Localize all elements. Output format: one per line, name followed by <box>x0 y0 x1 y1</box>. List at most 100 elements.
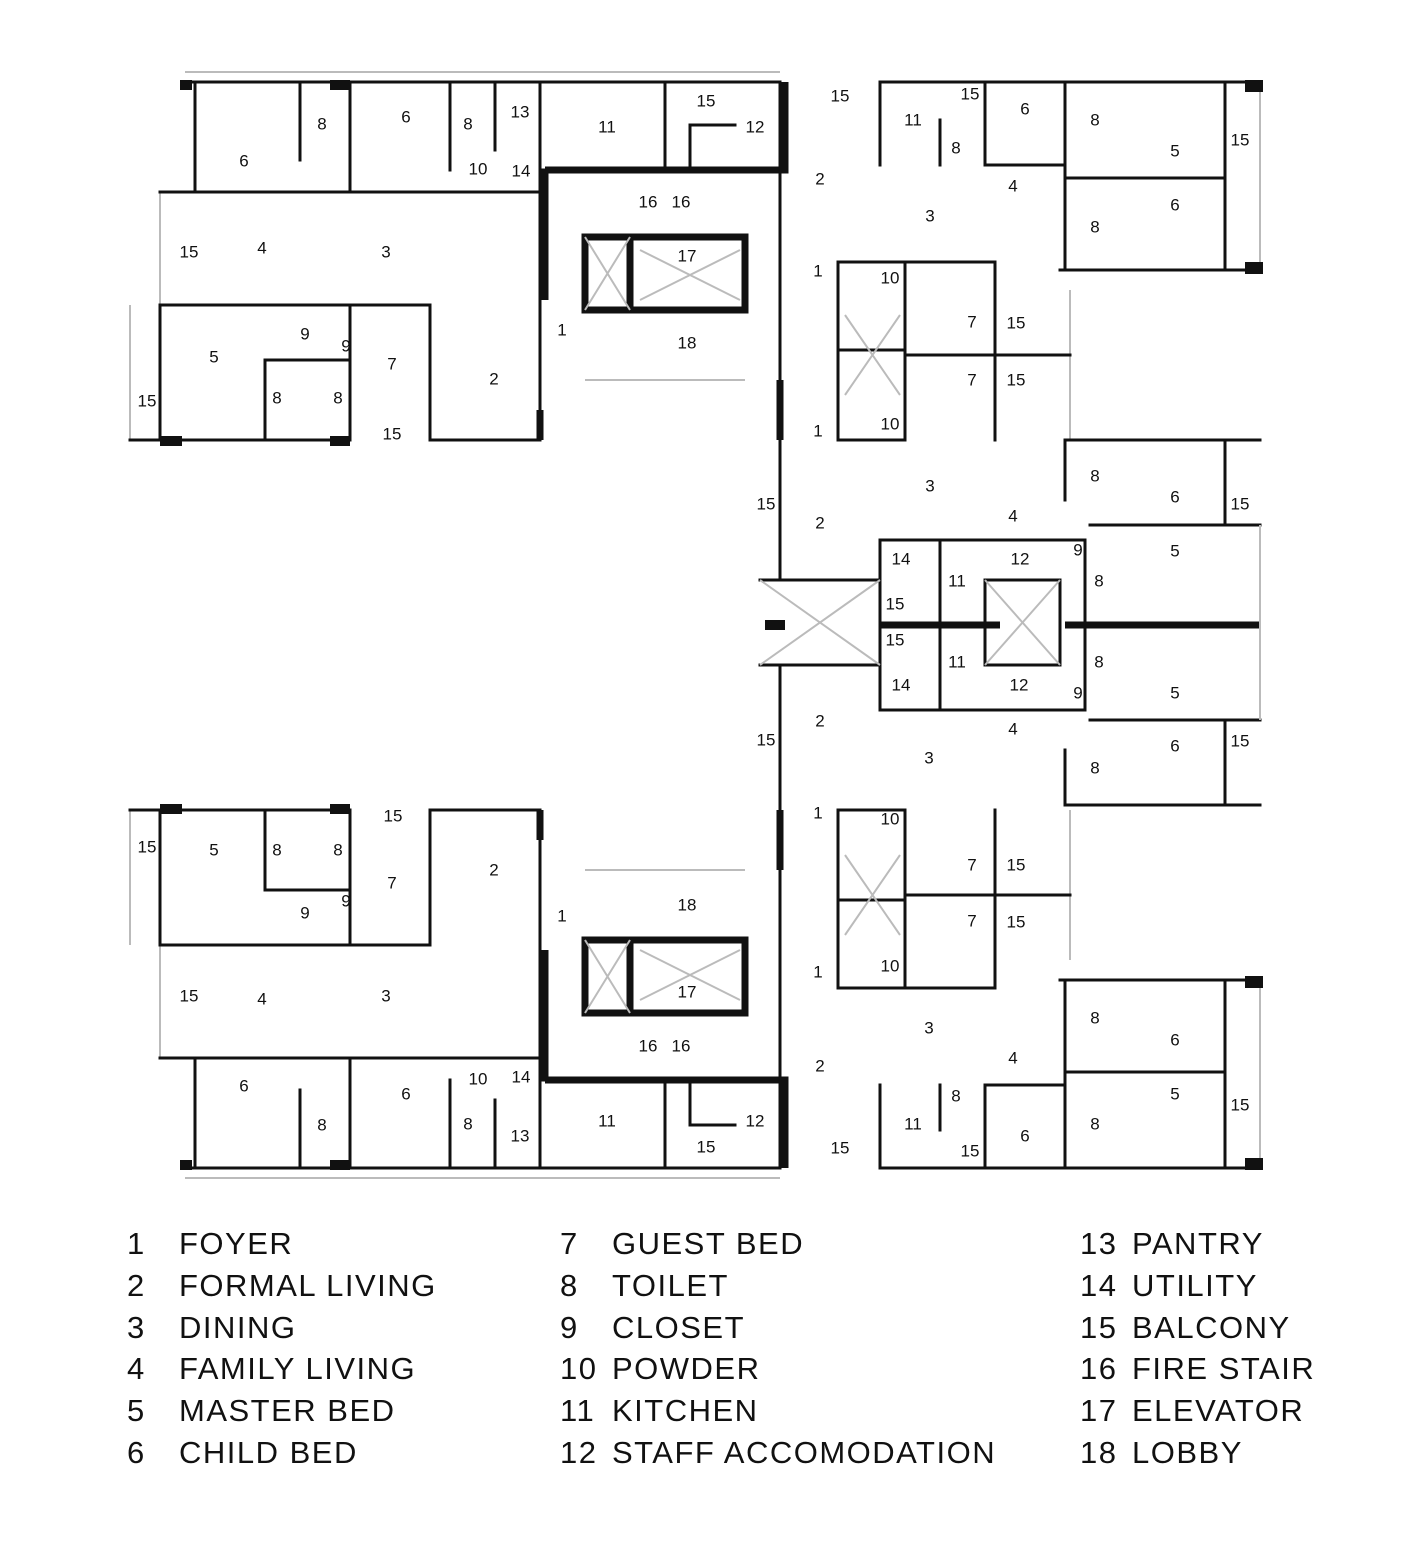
legend-number: 12 <box>560 1435 598 1470</box>
legend-label: TOILET <box>612 1267 729 1303</box>
room-label: 8 <box>1090 758 1099 777</box>
room-label: 6 <box>1170 195 1179 214</box>
room-label: 15 <box>1231 130 1250 149</box>
legend-number: 17 <box>1080 1393 1118 1429</box>
room-label: 2 <box>815 711 824 730</box>
legend-number: 7 <box>560 1226 579 1261</box>
room-label: 8 <box>272 388 281 407</box>
upper-wing-walls <box>128 71 1263 447</box>
legend-label: MASTER BED <box>179 1393 396 1429</box>
room-label: 1 <box>813 803 822 822</box>
room-label: 10 <box>469 159 488 178</box>
room-label: 8 <box>1094 571 1103 590</box>
room-label: 15 <box>831 1138 850 1157</box>
room-label: 16 <box>672 192 691 211</box>
room-label: 6 <box>239 1076 248 1095</box>
room-label: 3 <box>924 1018 933 1037</box>
room-label: 15 <box>757 494 776 513</box>
room-label: 9 <box>300 324 309 343</box>
room-label: 2 <box>815 513 824 532</box>
legend-number: 13 <box>1080 1226 1118 1261</box>
room-label: 1 <box>557 320 566 339</box>
room-label: 12 <box>746 1111 765 1130</box>
room-label: 15 <box>180 242 199 261</box>
room-label: 7 <box>387 873 396 892</box>
legend-number: 1 <box>127 1226 146 1261</box>
room-label: 15 <box>961 1141 980 1160</box>
room-label: 3 <box>381 242 390 261</box>
legend-label: LOBBY <box>1132 1435 1243 1470</box>
legend-number: 5 <box>127 1393 146 1429</box>
room-label: 12 <box>1010 675 1029 694</box>
room-label: 15 <box>886 630 905 649</box>
room-label: 10 <box>469 1069 488 1088</box>
legend-label: FOYER <box>179 1226 294 1261</box>
legend-label: FIRE STAIR <box>1132 1351 1316 1387</box>
room-label: 6 <box>1170 736 1179 755</box>
room-label: 15 <box>886 594 905 613</box>
room-label: 8 <box>272 840 281 859</box>
room-label: 15 <box>757 730 776 749</box>
room-label: 15 <box>138 391 157 410</box>
room-label: 4 <box>1008 176 1017 195</box>
legend-number: 16 <box>1080 1351 1118 1387</box>
room-label: 8 <box>951 138 960 157</box>
legend-number: 10 <box>560 1351 598 1387</box>
room-label: 15 <box>138 837 157 856</box>
room-label: 15 <box>383 424 402 443</box>
room-label: 8 <box>463 114 472 133</box>
legend-number: 11 <box>560 1393 596 1429</box>
legend-number: 6 <box>127 1435 146 1470</box>
room-label: 16 <box>639 1036 658 1055</box>
room-label: 4 <box>257 989 266 1008</box>
room-label: 10 <box>881 268 900 287</box>
room-label: 17 <box>678 246 697 265</box>
legend-label: CHILD BED <box>179 1435 358 1470</box>
room-label: 2 <box>815 1056 824 1075</box>
room-label: 5 <box>1170 683 1179 702</box>
legend-label: FORMAL LIVING <box>179 1267 437 1303</box>
room-label: 8 <box>1090 110 1099 129</box>
legend-number: 8 <box>560 1267 579 1303</box>
room-label: 1 <box>813 962 822 981</box>
legend-label: BALCONY <box>1132 1309 1291 1345</box>
room-label: 14 <box>512 1067 531 1086</box>
legend-number: 15 <box>1080 1309 1118 1345</box>
legend-number: 2 <box>127 1267 146 1303</box>
legend-label: GUEST BED <box>612 1226 805 1261</box>
room-label: 8 <box>1090 1114 1099 1133</box>
room-label: 2 <box>815 169 824 188</box>
legend-label: STAFF ACCOMODATION <box>612 1435 997 1470</box>
room-label: 11 <box>598 1111 616 1130</box>
room-label: 12 <box>1011 549 1030 568</box>
room-label: 13 <box>511 1126 530 1145</box>
room-label: 9 <box>300 903 309 922</box>
room-label: 5 <box>1170 541 1179 560</box>
legend-label: FAMILY LIVING <box>179 1351 417 1387</box>
room-label: 14 <box>892 549 911 568</box>
room-label: 8 <box>463 1114 472 1133</box>
room-label: 7 <box>967 855 976 874</box>
room-label: 5 <box>209 840 218 859</box>
room-label: 10 <box>881 809 900 828</box>
room-label: 6 <box>239 151 248 170</box>
room-label: 18 <box>678 895 697 914</box>
room-label: 11 <box>948 652 966 671</box>
room-label: 11 <box>904 1114 922 1133</box>
room-label: 15 <box>1007 370 1026 389</box>
room-label: 5 <box>1170 141 1179 160</box>
room-label: 3 <box>924 748 933 767</box>
room-label: 6 <box>1170 487 1179 506</box>
room-label: 3 <box>381 986 390 1005</box>
room-label: 8 <box>317 1115 326 1134</box>
room-label: 14 <box>512 161 531 180</box>
room-label: 15 <box>1007 855 1026 874</box>
room-label: 6 <box>1020 1126 1029 1145</box>
room-label: 16 <box>672 1036 691 1055</box>
room-label: 10 <box>881 956 900 975</box>
room-label: 7 <box>967 370 976 389</box>
room-label: 8 <box>1090 466 1099 485</box>
legend-label: KITCHEN <box>612 1393 759 1429</box>
room-label: 14 <box>892 675 911 694</box>
